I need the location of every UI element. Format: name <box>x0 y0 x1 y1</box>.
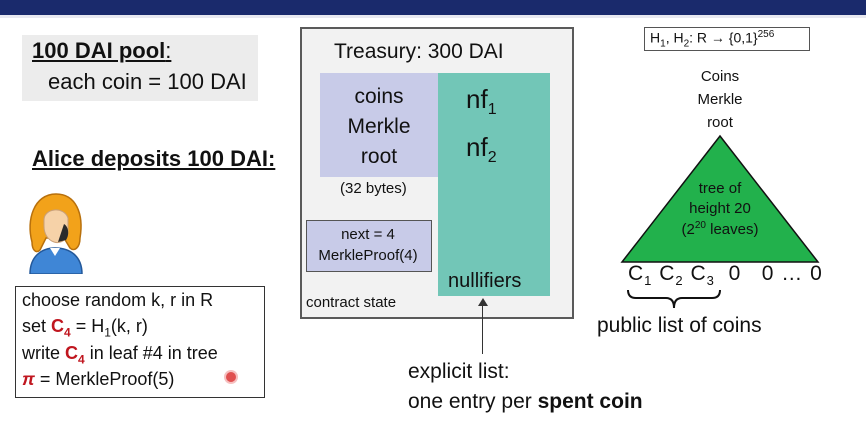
public-list-label: public list of coins <box>597 314 762 337</box>
hash-definition: H1, H2: R → {0,1}256 <box>650 29 774 49</box>
tree-leaves: C1 C2 C3 0 0 … 0 <box>628 262 823 288</box>
pool-subtitle: each coin = 100 DAI <box>48 69 247 94</box>
root-line-3: root <box>360 145 398 168</box>
leaf-c3: C <box>690 262 707 285</box>
commitment-var: C4 <box>51 316 71 340</box>
merkle-root-box <box>320 73 438 177</box>
leaf-commitment-letter: C <box>65 343 79 363</box>
hash-sub: 1 <box>104 325 111 340</box>
tree-desc-3-sup: 20 <box>694 220 706 231</box>
nullifiers-label: nullifiers <box>448 270 522 292</box>
nullifier-1: nf1 <box>466 84 497 119</box>
nullifier-2: nf2 <box>466 132 497 167</box>
hash-h2-sub: 2 <box>683 38 690 50</box>
tree-desc-3-suffix: leaves) <box>705 221 759 238</box>
leaf-commitment-var: C4 <box>65 343 85 367</box>
tree-root-label-1: Coins <box>700 68 740 85</box>
step-set-mid: = H <box>70 316 105 336</box>
leaf-c2: C <box>659 262 676 285</box>
step-proof-suffix: = MerkleProof(5) <box>34 369 175 389</box>
nullifier-2-sub: 2 <box>487 149 497 167</box>
pool-title: 100 DAI pool: <box>32 38 171 64</box>
hash-definition-box <box>644 27 810 51</box>
top-bar <box>0 0 866 15</box>
hash-h1: H <box>650 29 661 46</box>
contract-state-label: contract state <box>306 294 397 311</box>
hash-range-sup: 256 <box>757 29 775 40</box>
deposit-steps-box <box>15 286 265 398</box>
step-set-commitment: set C4 = H1(k, r) <box>22 316 148 340</box>
nullifier-1-sub: 1 <box>487 101 497 119</box>
top-divider <box>0 15 866 18</box>
explicit-list-desc: one entry per spent coin <box>408 390 643 414</box>
brace-icon <box>627 289 721 309</box>
explicit-desc-prefix: one entry per <box>408 390 538 413</box>
next-index-label: next = 4 <box>341 226 395 243</box>
step-write-leaf: write C4 in leaf #4 in tree <box>22 343 218 367</box>
explicit-list-label: explicit list: <box>408 360 510 383</box>
tree-desc-3-prefix: (2 <box>681 221 695 238</box>
arrow-up-icon <box>478 298 488 306</box>
leaf-c1-sub: 1 <box>644 273 653 289</box>
person-avatar-icon <box>29 193 83 274</box>
nullifier-2-text: nf <box>466 132 488 162</box>
root-size-label: (32 bytes) <box>340 180 407 197</box>
step-choose-random: choose random k, r in R <box>22 290 214 310</box>
merkle-tree-triangle <box>620 134 820 263</box>
step-write-suffix: in leaf #4 in tree <box>84 343 218 363</box>
step-set-suffix: (k, r) <box>110 316 148 336</box>
commitment-var-letter: C <box>51 316 65 336</box>
step-proof: π = MerkleProof(5) <box>22 369 174 390</box>
nullifier-column <box>438 73 550 296</box>
step-set-prefix: set <box>22 316 52 336</box>
leaf-commitment-sub: 4 <box>78 352 85 367</box>
merkle-proof-label: MerkleProof(4) <box>318 247 418 264</box>
leaf-c2-sub: 2 <box>675 273 684 289</box>
pointer-dot <box>226 372 236 382</box>
tree-desc-2: height 20 <box>689 200 751 217</box>
proof-var: π <box>22 369 35 389</box>
alice-title: Alice deposits 100 DAI: <box>32 146 276 171</box>
tree-desc-3: (220 leaves) <box>660 220 780 238</box>
pool-title-colon: : <box>165 38 172 63</box>
tree-root-label-2: Merkle <box>697 91 743 108</box>
hash-h2: , H <box>665 29 684 46</box>
tree-desc-1: tree of <box>698 180 742 197</box>
tree-root-label-3: root <box>707 114 733 131</box>
hash-range: : R → {0,1} <box>689 29 758 46</box>
treasury-label: Treasury: 300 DAI <box>334 40 504 63</box>
pool-title-text: 100 DAI pool <box>32 38 166 63</box>
arrow-line <box>482 300 483 354</box>
root-line-2: Merkle <box>347 115 411 138</box>
root-line-1: coins <box>354 85 404 108</box>
step-write-prefix: write <box>22 343 66 363</box>
pool-info-box <box>22 35 258 101</box>
next-index-box <box>306 220 432 272</box>
explicit-desc-bold: spent coin <box>537 390 643 413</box>
hash-h1-sub: 1 <box>660 38 666 50</box>
leaf-c1: C <box>628 262 645 285</box>
commitment-var-sub: 4 <box>64 325 71 340</box>
leaf-c3-sub: 3 <box>706 273 715 289</box>
nullifier-1-text: nf <box>466 84 488 114</box>
leaf-zeros: 0 0 … 0 <box>714 262 823 285</box>
